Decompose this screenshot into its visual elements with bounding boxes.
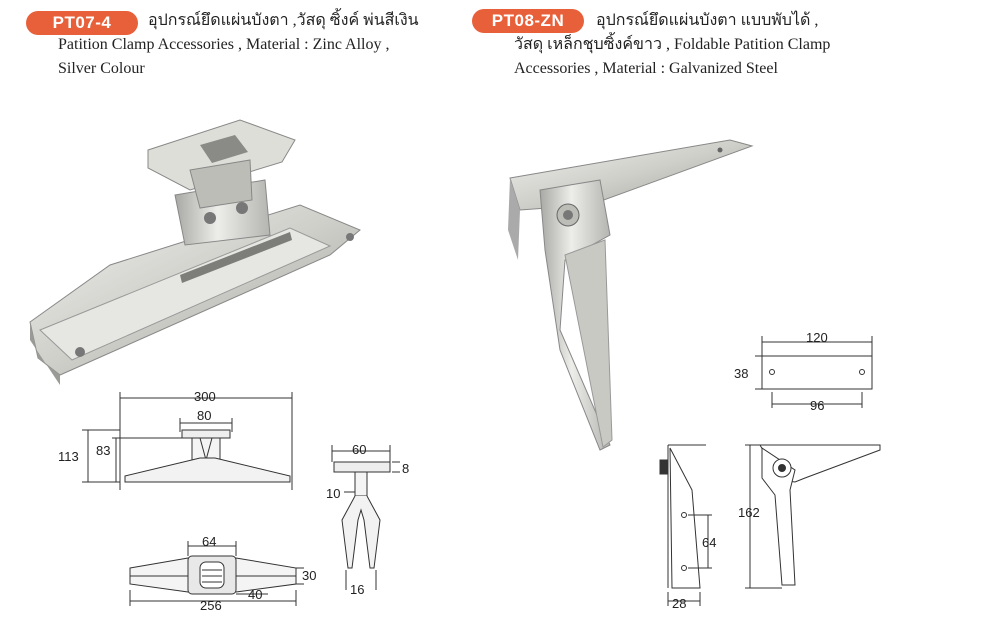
dim-side-width: 60 bbox=[352, 442, 367, 457]
product-description-pt08-zn: อุปกรณ์ยึดแผ่นบังตา แบบพับได้ , วัสดุ เห… bbox=[514, 9, 830, 81]
pt07-4-side-drawing bbox=[331, 445, 400, 590]
description-line: วัสดุ เหล็กชุบซิ้งค์ขาว , Foldable Patit… bbox=[514, 36, 831, 53]
dim-base-plate: 64 bbox=[202, 534, 217, 549]
dim-depth: 30 bbox=[302, 568, 317, 583]
product-code-badge-pt07-4: PT07-4 bbox=[26, 11, 138, 35]
dim-length: 256 bbox=[200, 598, 222, 613]
dim-side-width: 28 bbox=[672, 596, 687, 611]
description-line: Silver Colour bbox=[58, 60, 145, 77]
pt08-zn-front-drawing bbox=[745, 444, 881, 589]
pt08-zn-side-drawing bbox=[659, 444, 712, 606]
dim-offset: 40 bbox=[248, 587, 263, 602]
description-line: Accessories , Material : Galvanized Stee… bbox=[514, 60, 778, 77]
product-code-badge-pt08-zn: PT08-ZN bbox=[472, 9, 584, 33]
pt07-4-product-image bbox=[29, 119, 361, 385]
dim-width-total: 300 bbox=[194, 389, 216, 404]
dim-stem: 10 bbox=[326, 486, 341, 501]
dim-height: 162 bbox=[738, 505, 760, 520]
dim-height-body: 83 bbox=[96, 443, 111, 458]
description-line: อุปกรณ์ยึดแผ่นบังตา แบบพับได้ , bbox=[596, 12, 819, 29]
dim-fork: 16 bbox=[350, 582, 365, 597]
pt07-4-top-drawing bbox=[129, 541, 304, 606]
pt08-zn-product-image bbox=[508, 139, 754, 451]
dim-height-total: 113 bbox=[58, 449, 79, 464]
dim-side-hole-spacing: 64 bbox=[702, 535, 717, 550]
pt08-zn-plate-drawing bbox=[755, 336, 873, 408]
dim-plate-thickness: 8 bbox=[402, 461, 410, 476]
dim-top-plate: 80 bbox=[197, 408, 212, 423]
pt07-4-front-drawing bbox=[82, 392, 293, 490]
description-line: Patition Clamp Accessories , Material : … bbox=[58, 36, 390, 53]
product-description-pt07-4: อุปกรณ์ยึดแผ่นบังตา ,วัสดุ ซิ้งค์ พ่นสีเ… bbox=[58, 9, 419, 81]
description-line: อุปกรณ์ยึดแผ่นบังตา ,วัสดุ ซิ้งค์ พ่นสีเ… bbox=[148, 12, 419, 29]
dim-plate-length: 120 bbox=[806, 330, 828, 345]
dim-hole-spacing: 96 bbox=[810, 398, 825, 413]
dim-plate-width: 38 bbox=[734, 366, 749, 381]
